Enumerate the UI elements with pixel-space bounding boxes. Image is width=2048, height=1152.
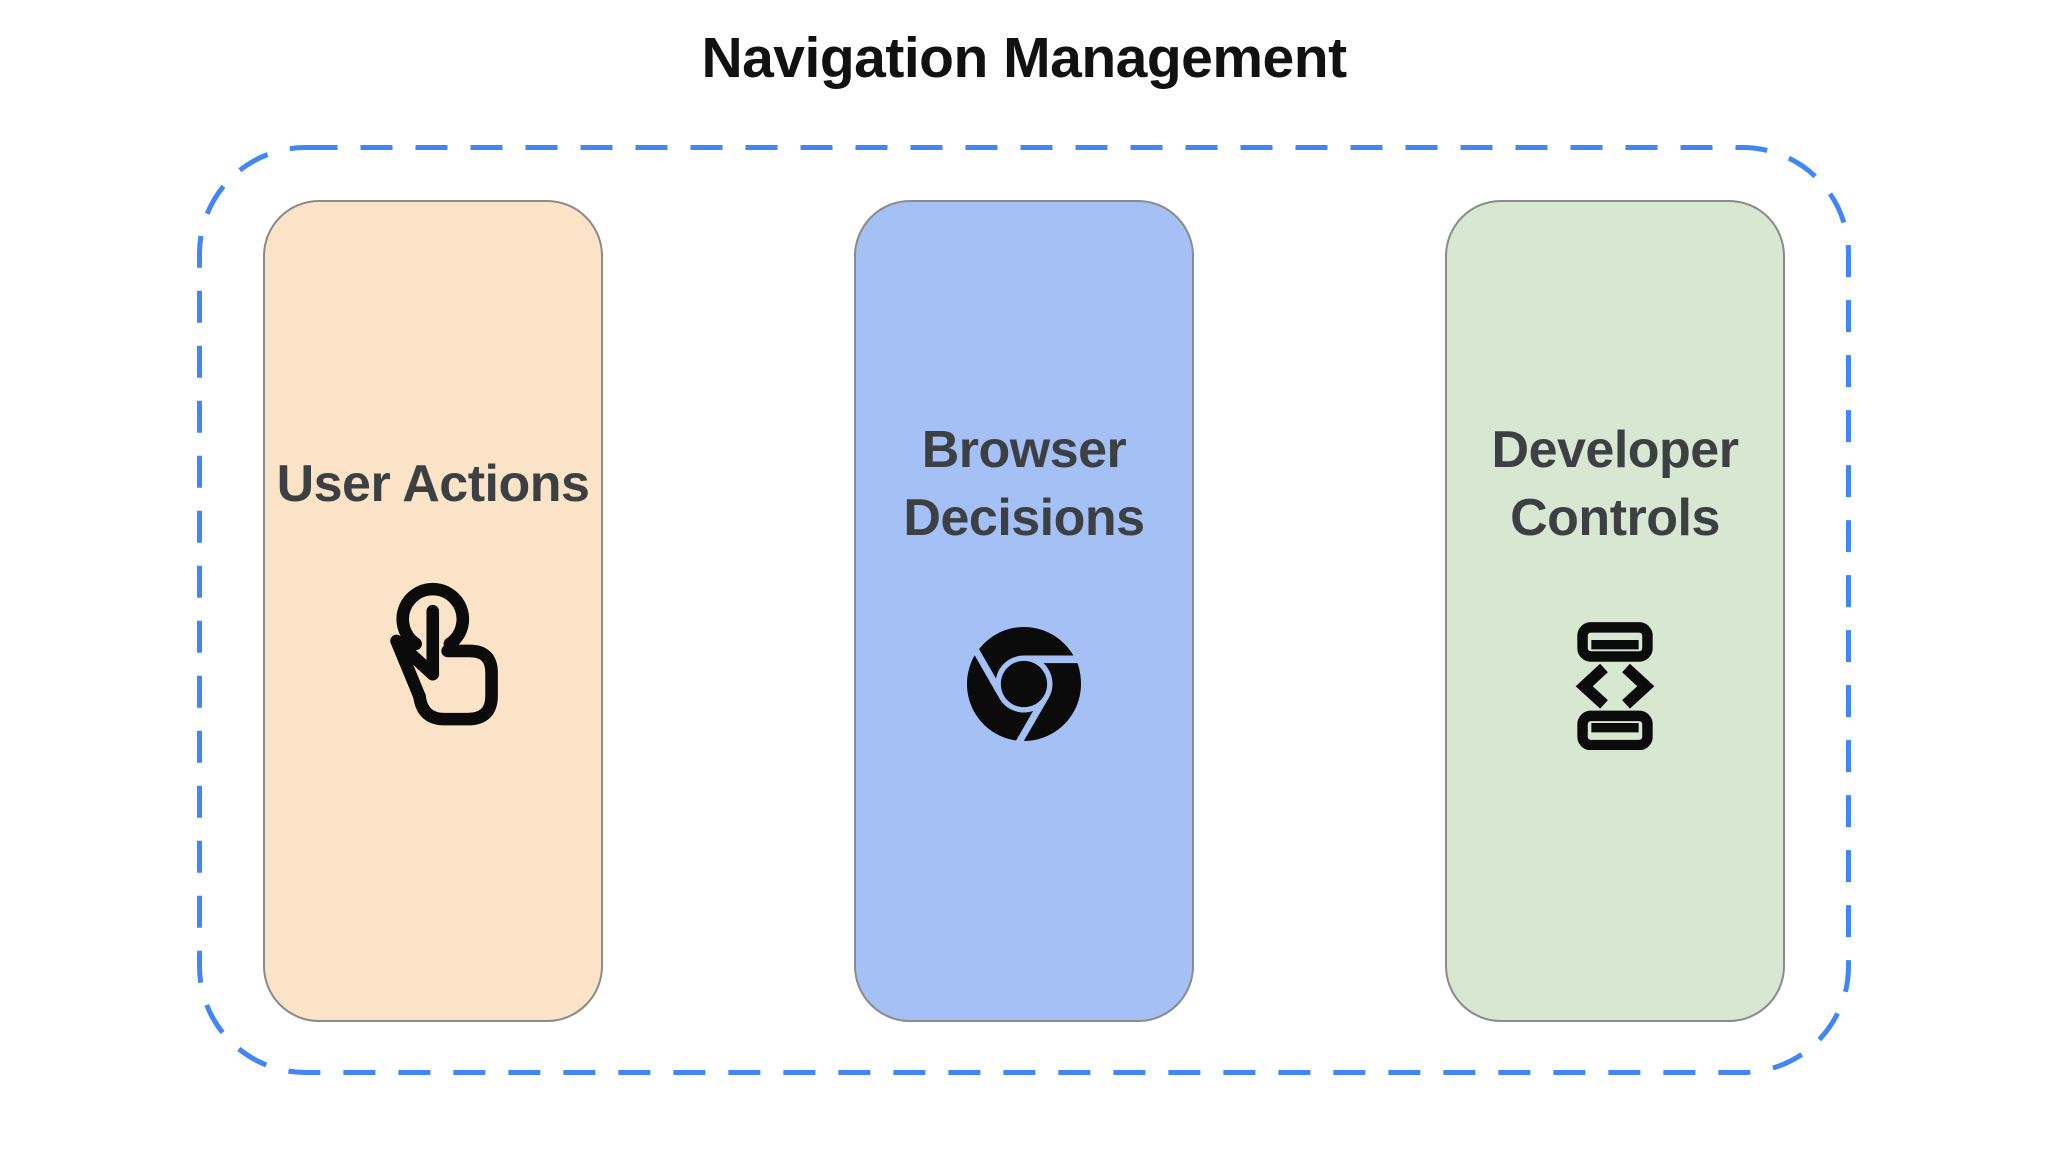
chrome-browser-icon [967, 596, 1081, 772]
card-label-developer-controls: Developer Controls [1491, 420, 1739, 547]
card-user-actions: User Actions [263, 200, 603, 1022]
dashed-border-rect [197, 145, 1851, 1075]
developer-mode-icon [1549, 596, 1681, 772]
card-developer-controls: Developer Controls [1445, 200, 1785, 1022]
card-label-user-actions: User Actions [276, 454, 590, 513]
touch-gesture-icon [352, 562, 514, 738]
cards-row: User Actions Browser Decisions [197, 200, 1851, 1022]
card-label-browser-decisions: Browser Decisions [903, 420, 1145, 547]
card-browser-decisions: Browser Decisions [854, 200, 1194, 1022]
diagram-title: Navigation Management [701, 26, 1347, 90]
dashed-group-border [197, 145, 1851, 1075]
navigation-management-group: User Actions Browser Decisions [197, 145, 1851, 1075]
